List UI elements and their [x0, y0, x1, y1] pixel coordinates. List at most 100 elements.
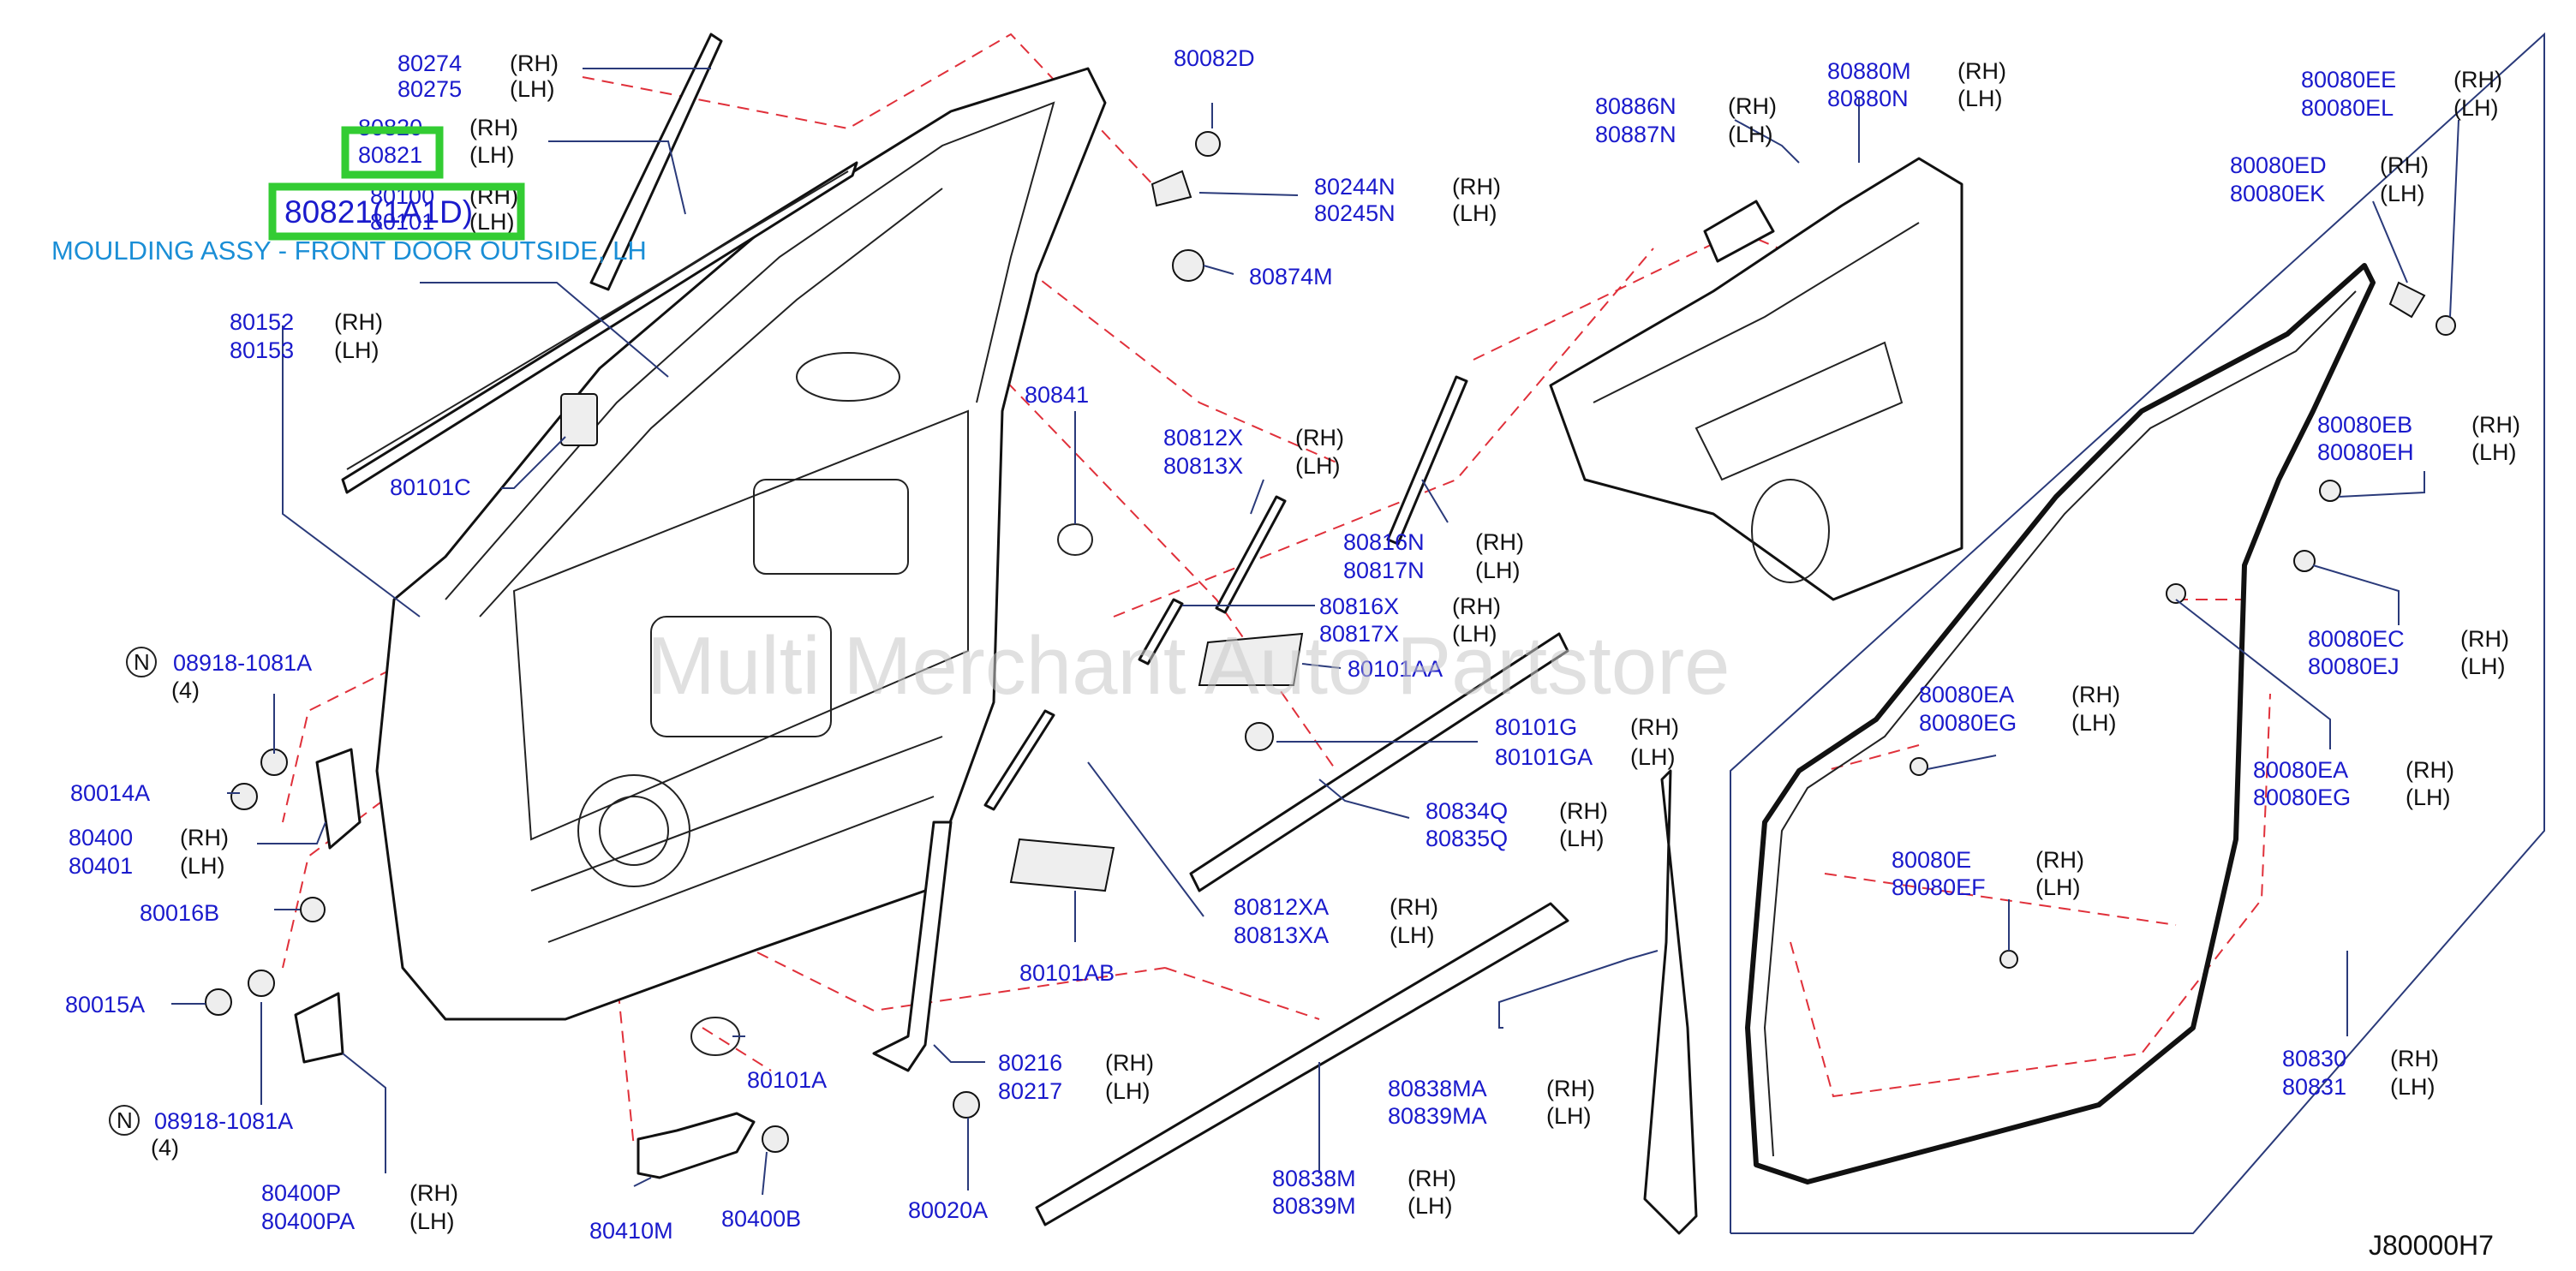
side-rh: (RH)	[1630, 714, 1679, 740]
side-lh: (LH)	[1452, 200, 1497, 226]
label-80080EK: 80080EK	[2230, 181, 2325, 206]
label-80813XA: 80813XA	[1234, 922, 1329, 948]
side-rh: (RH)	[2460, 626, 2509, 652]
label-80830: 80830	[2282, 1046, 2346, 1071]
side-rh: (RH)	[2390, 1046, 2439, 1071]
label-80400PA: 80400PA	[261, 1208, 355, 1234]
label-80839MA: 80839MA	[1388, 1103, 1487, 1129]
label-80245N: 80245N	[1314, 200, 1396, 226]
sash-garnish-80274	[589, 33, 723, 291]
side-rh: (RH)	[1957, 58, 2006, 84]
qty-4: (4)	[151, 1135, 179, 1161]
side-lh: (LH)	[1630, 744, 1676, 770]
side-rh: (RH)	[180, 825, 229, 850]
side-lh: (LH)	[1957, 86, 2003, 111]
label-80080EB: 80080EB	[2317, 412, 2412, 438]
side-lh: (LH)	[2406, 785, 2451, 810]
front-door-panel	[375, 67, 1107, 1021]
label-80101C: 80101C	[390, 474, 471, 500]
label-80880M: 80880M	[1827, 58, 1911, 84]
label-80080EF: 80080EF	[1892, 874, 1986, 900]
side-rh: (RH)	[1452, 174, 1501, 200]
label-08918-1081A: 08918-1081A	[173, 650, 312, 676]
label-80812X: 80812X	[1163, 425, 1243, 451]
side-lh: (LH)	[1452, 621, 1497, 647]
side-lh: (LH)	[2460, 653, 2506, 679]
side-rh: (RH)	[2471, 412, 2520, 438]
label-80274: 80274	[397, 51, 462, 76]
part-tooltip: MOULDING ASSY - FRONT DOOR OUTSIDE, LH	[51, 236, 647, 266]
side-lh: (LH)	[2390, 1074, 2436, 1100]
label-80821: 80821	[358, 142, 422, 168]
label-80839M: 80839M	[1272, 1193, 1356, 1219]
label-80835Q: 80835Q	[1425, 826, 1508, 851]
door-weatherstrip-80834Q	[1189, 632, 1569, 892]
label-80015A: 80015A	[65, 992, 145, 1017]
side-rh: (RH)	[2453, 67, 2502, 92]
side-rh: (RH)	[2035, 847, 2084, 873]
bolts-and-hinges	[205, 393, 980, 1179]
body-weatherstrip-80830	[1730, 32, 2545, 1234]
side-lh: (LH)	[2471, 439, 2517, 465]
label-80014A: 80014A	[70, 780, 150, 806]
side-lh: (LH)	[2071, 710, 2117, 736]
label-80080EJ: 80080EJ	[2308, 653, 2400, 679]
side-rh: (RH)	[510, 51, 559, 76]
label-80080EE: 80080EE	[2301, 67, 2396, 92]
label-80410M: 80410M	[589, 1218, 673, 1244]
label-80082D: 80082D	[1174, 45, 1255, 71]
label-80101A: 80101A	[747, 1067, 827, 1093]
label-80831: 80831	[2282, 1074, 2346, 1100]
side-rh: (RH)	[2071, 682, 2120, 707]
inner-reinforcement-80838MA	[1643, 769, 1698, 1235]
small-sealing-pads	[983, 131, 1468, 892]
side-rh: (RH)	[334, 309, 383, 335]
label-80101AB: 80101AB	[1019, 960, 1115, 986]
label-80874M: 80874M	[1249, 264, 1333, 289]
label-80816X: 80816X	[1319, 594, 1399, 619]
side-rh: (RH)	[1408, 1166, 1456, 1191]
label-80080EH: 80080EH	[2317, 439, 2414, 465]
side-lh: (LH)	[2035, 874, 2081, 900]
label-80838M: 80838M	[1272, 1166, 1356, 1191]
label-80887N: 80887N	[1595, 122, 1676, 147]
label-80153: 80153	[230, 337, 294, 363]
note-n: N	[134, 649, 150, 675]
part-labels: 80274 (RH) 80275 (LH) 80820 (RH) 80821 (…	[65, 45, 2520, 1244]
side-rh: (RH)	[2380, 152, 2429, 178]
label-80016B: 80016B	[140, 900, 219, 926]
side-lh: (LH)	[1559, 826, 1605, 851]
side-lh: (LH)	[1546, 1103, 1592, 1129]
side-lh: (LH)	[510, 76, 555, 102]
side-rh: (RH)	[1559, 798, 1608, 824]
side-rh: (RH)	[1546, 1076, 1595, 1101]
label-80244N: 80244N	[1314, 174, 1396, 200]
label-80217: 80217	[998, 1078, 1062, 1104]
label-80080EC: 80080EC	[2308, 626, 2405, 652]
door-trim-panel-80880M	[1549, 157, 1963, 601]
side-lh: (LH)	[180, 853, 225, 879]
highlight-overlay: 80821(1A1D) MOULDING ASSY - FRONT DOOR O…	[51, 126, 647, 266]
side-lh: (LH)	[1408, 1193, 1453, 1219]
side-lh: (LH)	[1105, 1078, 1151, 1104]
label-80101: 80101	[370, 209, 434, 235]
label-80813X: 80813X	[1163, 453, 1243, 479]
outside-moulding-80821	[341, 161, 858, 494]
label-80020A: 80020A	[908, 1197, 988, 1223]
label-80080ED: 80080ED	[2230, 152, 2327, 178]
highlight-box-big[interactable]	[268, 182, 525, 241]
side-rh: (RH)	[1295, 425, 1344, 451]
side-lh: (LH)	[1475, 558, 1521, 583]
label-80886N: 80886N	[1595, 93, 1676, 119]
label-80275: 80275	[397, 76, 462, 102]
label-80816N: 80816N	[1343, 529, 1425, 555]
leader-lines	[171, 68, 2459, 1196]
door-sash-channel-80216	[872, 820, 953, 1072]
side-lh: (LH)	[1390, 922, 1435, 948]
side-lh: (LH)	[1728, 122, 1773, 147]
label-80400: 80400	[69, 825, 133, 850]
side-rh: (RH)	[1475, 529, 1524, 555]
side-rh: (RH)	[469, 115, 518, 140]
label-80080EG-2: 80080EG	[2253, 785, 2351, 810]
